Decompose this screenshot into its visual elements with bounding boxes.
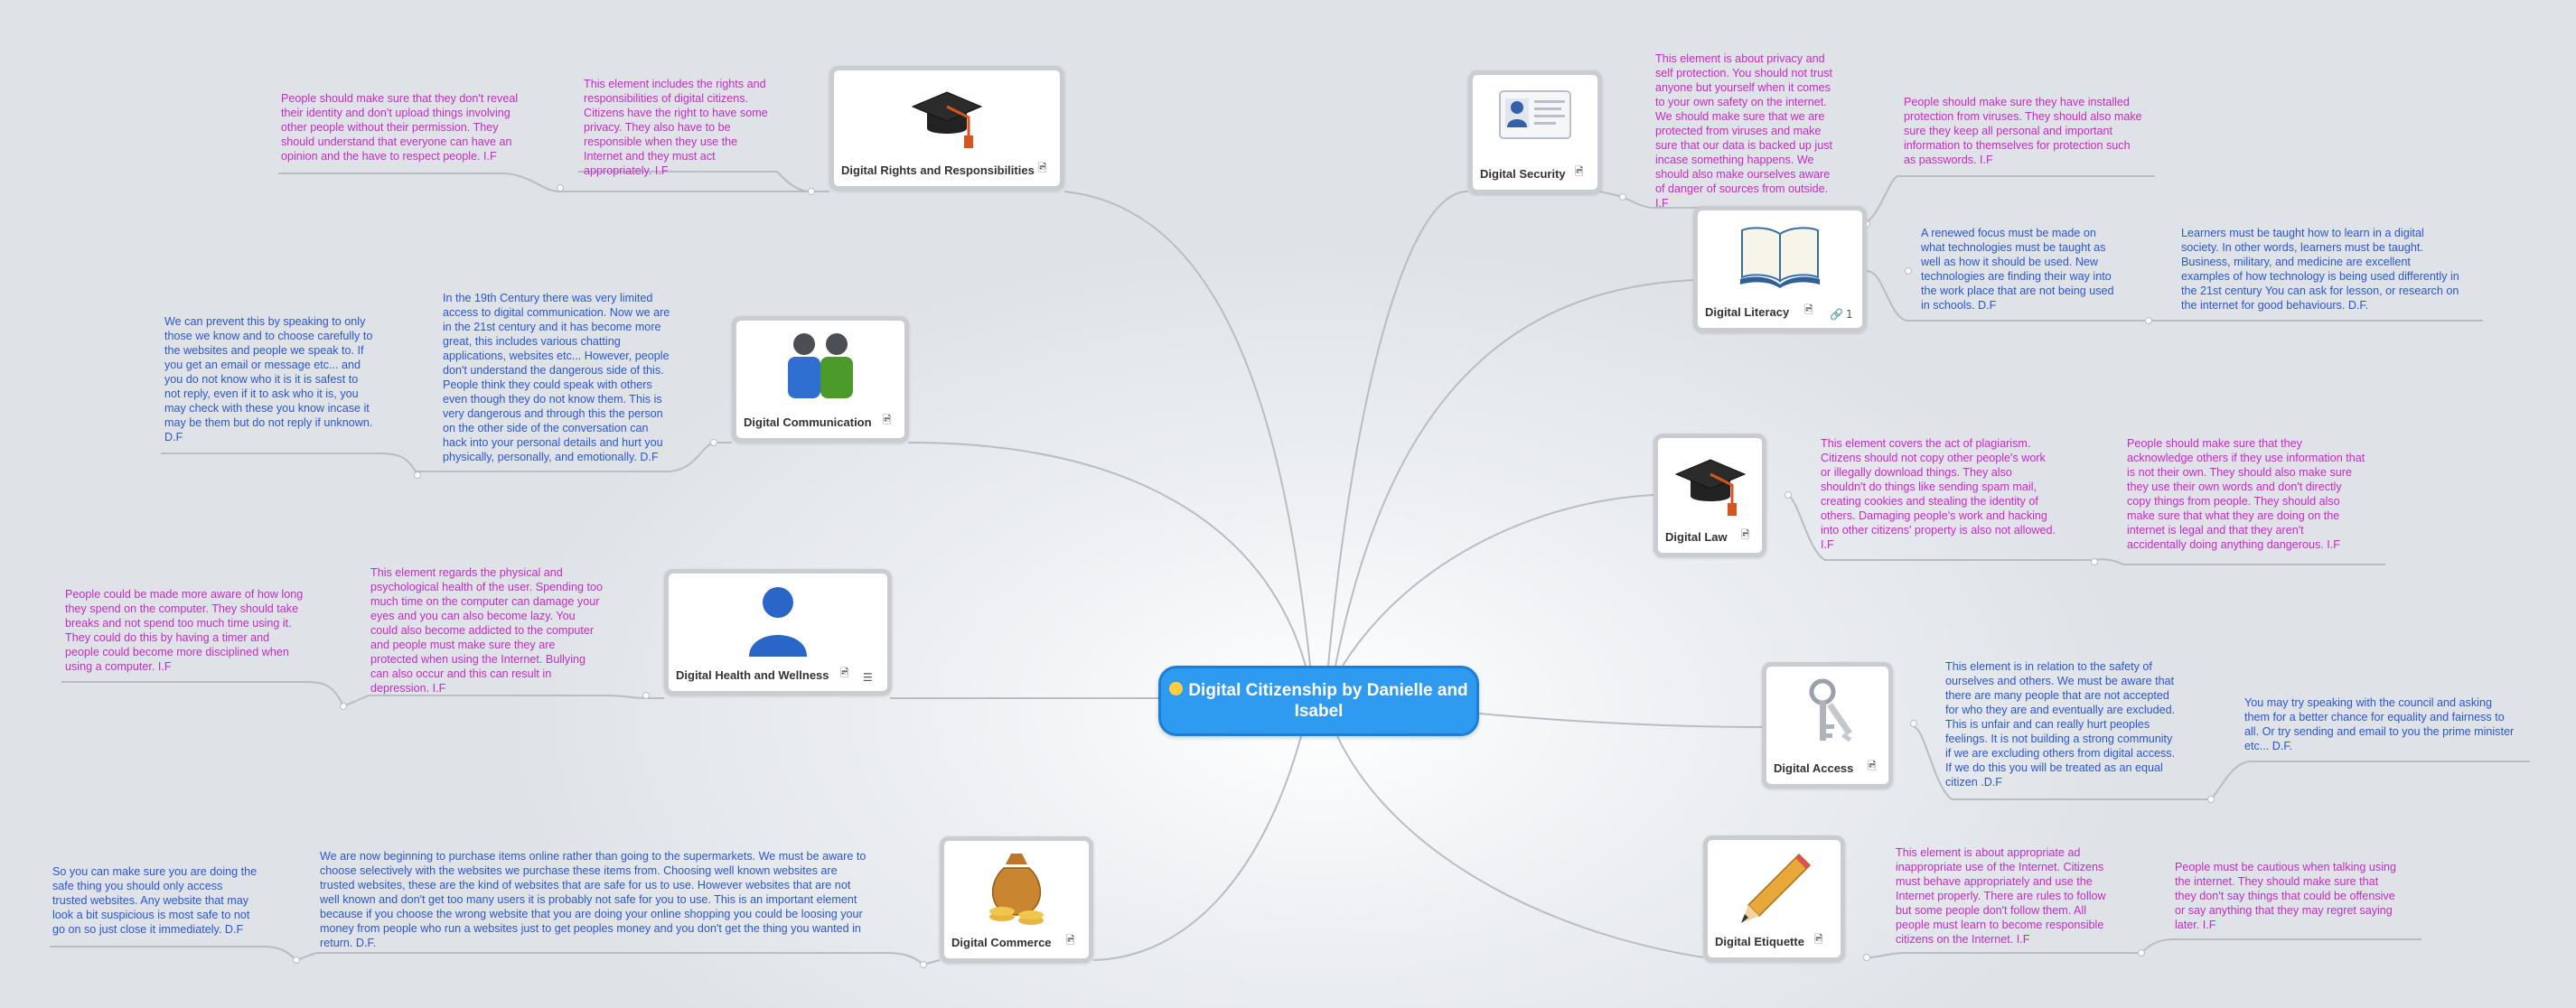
note-access-description[interactable]: This element is in relation to the safet…	[1945, 660, 2176, 789]
topic-digital-rights[interactable]: Digital Rights and Responsibilities 🖻	[829, 66, 1064, 191]
note-rights-advice[interactable]: People should make sure that they don't …	[281, 92, 519, 163]
note-communication-description[interactable]: In the 19th Century there was very limit…	[443, 292, 670, 463]
link-count: 1	[1845, 308, 1853, 321]
connector-dot[interactable]	[1619, 193, 1626, 201]
link-health-note2	[61, 681, 370, 708]
link-health-note1	[369, 695, 664, 699]
note-etiquette-description[interactable]: This element is about appropriate ad ina…	[1896, 846, 2106, 946]
image-icon[interactable]: 🖻	[1038, 162, 1047, 174]
note-law-description[interactable]: This element covers the act of plagiaris…	[1821, 437, 2056, 551]
link-literacy-note2	[1866, 270, 2150, 322]
link-law	[1342, 494, 1654, 667]
note-literacy-description[interactable]: A renewed focus must be made on what tec…	[1921, 227, 2114, 312]
note-health-description[interactable]: This element regards the physical and ps…	[370, 566, 603, 695]
topic-label: Digital Literacy	[1705, 305, 1790, 319]
topic-digital-communication[interactable]: Digital Communication 🖻	[732, 316, 909, 443]
smiley-emoji-icon	[1169, 682, 1184, 696]
image-icon[interactable]: 🖻	[1814, 933, 1823, 946]
connector-dot[interactable]	[2138, 949, 2145, 957]
link-etiquette-note1	[1868, 952, 2141, 958]
topic-digital-commerce[interactable]: Digital Commerce 🖻	[940, 836, 1093, 963]
topic-digital-health[interactable]: Digital Health and Wellness 🖻 ☰	[664, 569, 892, 695]
graduation-cap-icon	[1658, 449, 1762, 518]
connector-dot[interactable]	[808, 188, 815, 195]
link-law-note2	[2094, 558, 2385, 565]
central-title: Digital Citizenship by Danielle and Isab…	[1188, 681, 1468, 721]
connector-dot[interactable]	[557, 184, 564, 191]
note-commerce-advice[interactable]: So you can make sure you are doing the s…	[52, 865, 258, 936]
note-etiquette-advice[interactable]: People must be cautious when talking usi…	[2175, 861, 2397, 931]
link-etiquette-note2	[2140, 938, 2421, 954]
link-etiquette	[1336, 735, 1704, 958]
connector-dot[interactable]	[414, 471, 421, 479]
connector-dot[interactable]	[1910, 720, 1917, 727]
topic-digital-security[interactable]: Digital Security 🖻	[1468, 70, 1602, 194]
connector-dot[interactable]	[1863, 954, 1870, 961]
topic-label: Digital Law	[1665, 530, 1728, 544]
person-silhouette-icon	[669, 584, 887, 658]
note-law-advice[interactable]: People should make sure that they acknow…	[2127, 437, 2365, 551]
graduation-cap-icon	[834, 81, 1060, 150]
link-access-note2	[2210, 761, 2530, 800]
link-access	[1478, 713, 1763, 728]
image-icon[interactable]: 🖻	[840, 667, 849, 679]
notes-icon[interactable]: ☰	[863, 671, 873, 684]
link-icon[interactable]: 🔗1	[1830, 308, 1853, 321]
connector-dot[interactable]	[340, 703, 347, 710]
image-icon[interactable]: 🖻	[1741, 528, 1750, 541]
topic-label: Digital Etiquette	[1715, 935, 1804, 948]
link-literacy	[1335, 279, 1696, 667]
link-comm-note2	[161, 453, 434, 472]
note-literacy-advice[interactable]: Learners must be taught how to learn in …	[2181, 227, 2459, 312]
topic-digital-etiquette[interactable]: Digital Etiquette 🖻	[1703, 835, 1845, 962]
central-topic[interactable]: Digital Citizenship by Danielle and Isab…	[1158, 666, 1479, 736]
connector-dot[interactable]	[293, 957, 300, 964]
connector-dot[interactable]	[1905, 267, 1912, 275]
connector-dot[interactable]	[2207, 796, 2215, 803]
note-commerce-description[interactable]: We are now beginning to purchase items o…	[320, 850, 866, 949]
topic-digital-access[interactable]: Digital Access 🖻	[1762, 662, 1893, 789]
image-icon[interactable]: 🖻	[1804, 303, 1813, 316]
keys-icon	[1766, 677, 1888, 753]
image-icon[interactable]: 🖻	[883, 414, 892, 426]
connector-dot[interactable]	[920, 961, 927, 968]
link-commerce	[1092, 735, 1302, 961]
note-access-advice[interactable]: You may try speaking with the council an…	[2244, 696, 2515, 752]
link-commerce-note2	[50, 946, 317, 962]
note-security-description[interactable]: This element is about privacy and self p…	[1655, 52, 1833, 210]
note-literacy-security-advice[interactable]: People should make sure they have instal…	[1904, 96, 2142, 166]
connector-dot[interactable]	[2145, 317, 2152, 324]
connector-dot[interactable]	[1784, 491, 1792, 499]
connector-dot[interactable]	[642, 692, 650, 699]
topic-label: Digital Communication	[744, 415, 872, 429]
image-icon[interactable]: 🖻	[1868, 760, 1877, 772]
image-icon[interactable]: 🖻	[1575, 165, 1584, 178]
note-communication-advice[interactable]: We can prevent this by speaking to only …	[164, 315, 373, 443]
money-bag-icon	[944, 852, 1089, 928]
topic-label: Digital Health and Wellness	[676, 668, 829, 682]
note-rights-description[interactable]: This element includes the rights and res…	[584, 78, 768, 177]
connector-dot[interactable]	[2091, 558, 2098, 565]
pencil-icon	[1708, 851, 1841, 927]
link-access-note1	[1913, 726, 2211, 800]
note-health-advice[interactable]: People could be made more aware of how l…	[65, 588, 304, 673]
link-literacy-note1	[1863, 175, 2155, 225]
link-communication	[907, 442, 1307, 667]
image-icon[interactable]: 🖻	[1066, 934, 1075, 947]
topic-digital-literacy[interactable]: Digital Literacy 🖻 🔗1	[1693, 206, 1867, 332]
open-book-icon	[1698, 221, 1862, 290]
topic-label: Digital Security	[1480, 167, 1566, 181]
id-card-icon	[1473, 86, 1597, 142]
topic-label: Digital Access	[1774, 761, 1854, 775]
connector-dot[interactable]	[710, 439, 717, 446]
topic-label: Digital Rights and Responsibilities	[841, 163, 1035, 177]
topic-digital-law[interactable]: Digital Law 🖻	[1653, 434, 1766, 557]
link-rights	[1063, 191, 1311, 667]
link-security	[1327, 190, 1469, 667]
link-commerce-note1	[316, 952, 941, 966]
topic-label: Digital Commerce	[951, 936, 1052, 949]
people-icon	[736, 331, 904, 406]
